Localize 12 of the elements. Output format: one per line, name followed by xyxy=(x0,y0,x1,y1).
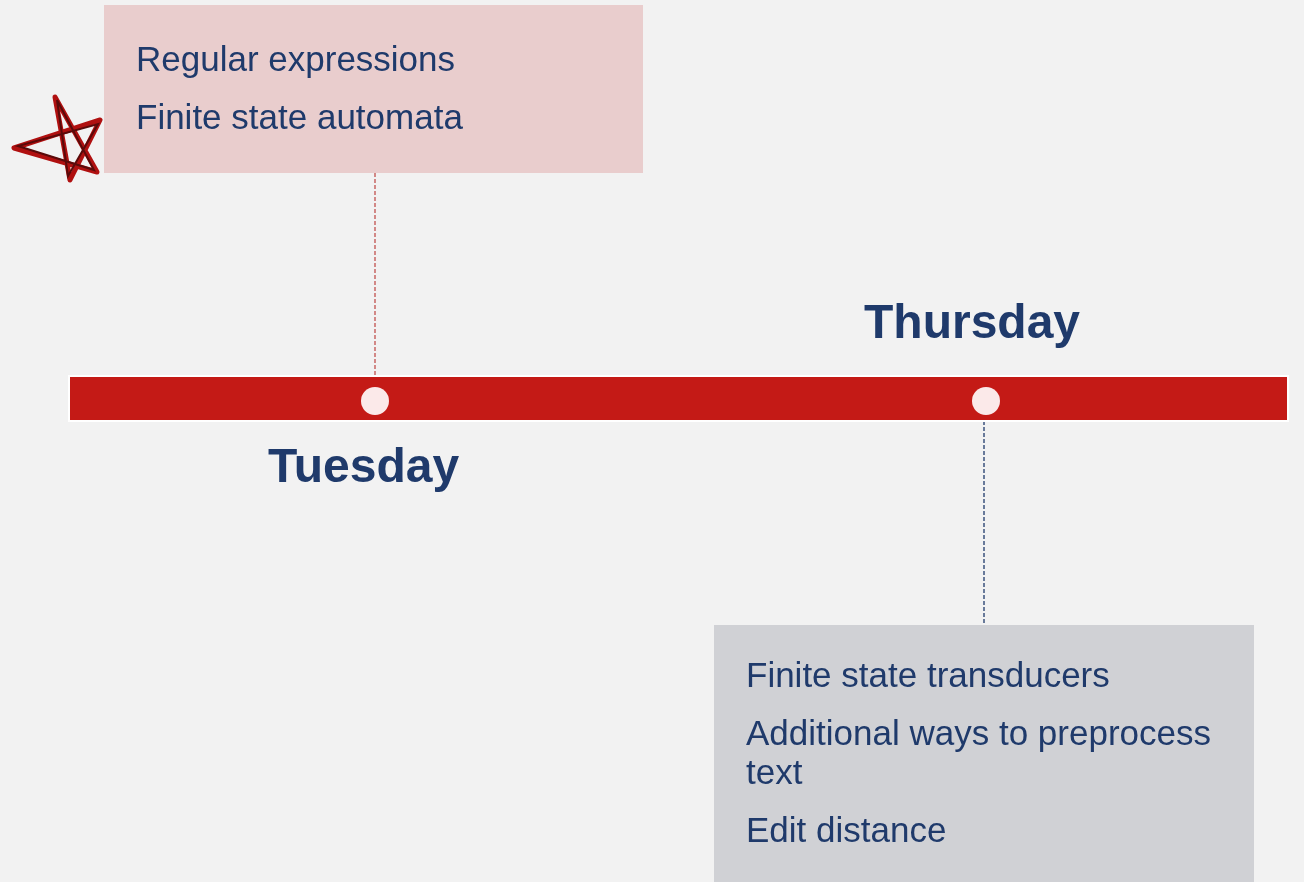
topic-text: Finite state transducers xyxy=(746,655,1110,694)
day-label: Thursday xyxy=(864,294,1081,349)
topic-text: Finite state automata xyxy=(136,97,463,136)
topic-text: Regular expressions xyxy=(136,39,456,78)
topic-text: Additional ways to preprocess text xyxy=(746,713,1212,791)
timeline-dot xyxy=(361,387,389,415)
timeline-bar xyxy=(68,375,1289,422)
timeline-dot xyxy=(972,387,1000,415)
topic-card xyxy=(714,625,1254,882)
day-label: Tuesday xyxy=(268,438,460,493)
topic-text: Edit distance xyxy=(746,810,947,849)
topic-card xyxy=(104,5,643,173)
